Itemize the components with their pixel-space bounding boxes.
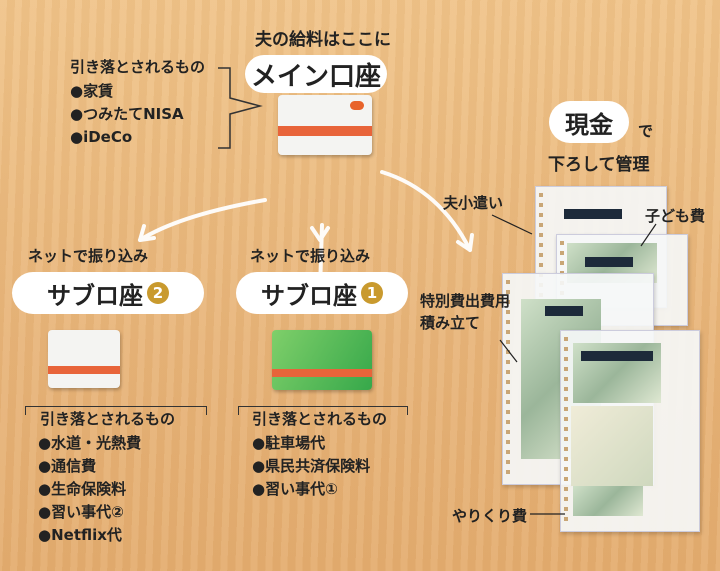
sub2-title-text: サブロ座 bbox=[47, 281, 143, 310]
list-item: ●通信費 bbox=[38, 457, 97, 475]
main-bank-card bbox=[278, 95, 372, 155]
sub1-bracket bbox=[238, 406, 408, 415]
main-bracket bbox=[218, 67, 263, 149]
card-logo-icon bbox=[350, 101, 364, 110]
main-caption: 夫の給料はここに bbox=[255, 30, 391, 50]
list-item: ●iDeCo bbox=[70, 128, 133, 146]
cash-suffix: で bbox=[638, 122, 654, 140]
sub2-badge: 2 bbox=[147, 282, 169, 304]
list-item: ●駐車場代 bbox=[252, 434, 326, 452]
cash-title: 現金 bbox=[549, 101, 629, 143]
list-item: ●習い事代② bbox=[38, 503, 124, 521]
envelope-living bbox=[560, 330, 700, 532]
label-children: 子ども費 bbox=[645, 207, 706, 225]
main-debit-list: ●家賃 ●つみたてNISA ●iDeCo bbox=[70, 80, 184, 149]
sub2-bracket bbox=[25, 406, 207, 415]
sub2-debit-heading: 引き落とされるもの bbox=[40, 410, 176, 428]
list-item: ●家賃 bbox=[70, 82, 114, 100]
main-account-title: メイン口座 bbox=[245, 55, 387, 93]
list-item: ●県民共済保険料 bbox=[252, 457, 371, 475]
cash-subtitle: 下ろして管理 bbox=[548, 155, 650, 175]
list-item: ●Netflix代 bbox=[38, 526, 122, 544]
sub1-debit-heading: 引き落とされるもの bbox=[252, 410, 388, 428]
sub2-bank-card bbox=[48, 330, 120, 388]
sub1-bank-card bbox=[272, 330, 372, 390]
label-special-2: 積み立て bbox=[420, 314, 481, 332]
sub1-title-text: サブロ座 bbox=[261, 281, 357, 310]
sub1-badge: 1 bbox=[361, 282, 383, 304]
label-special-1: 特別費出費用 bbox=[420, 292, 511, 310]
sub1-debit-list: ●駐車場代 ●県民共済保険料 ●習い事代① bbox=[252, 432, 370, 501]
main-debit-heading: 引き落とされるもの bbox=[70, 58, 206, 76]
label-husband-allowance: 夫小遣い bbox=[443, 194, 504, 212]
list-item: ●習い事代① bbox=[252, 480, 338, 498]
label-living: やりくり費 bbox=[452, 507, 528, 525]
list-item: ●水道・光熱費 bbox=[38, 434, 142, 452]
list-item: ●生命保険料 bbox=[38, 480, 127, 498]
arrow-to-sub2 bbox=[138, 198, 267, 242]
sub2-debit-list: ●水道・光熱費 ●通信費 ●生命保険料 ●習い事代② ●Netflix代 bbox=[38, 432, 141, 547]
sub2-caption: ネットで振り込み bbox=[28, 247, 149, 265]
sub1-caption: ネットで振り込み bbox=[250, 247, 371, 265]
arrow-to-cash bbox=[380, 170, 472, 252]
list-item: ●つみたてNISA bbox=[70, 105, 184, 123]
